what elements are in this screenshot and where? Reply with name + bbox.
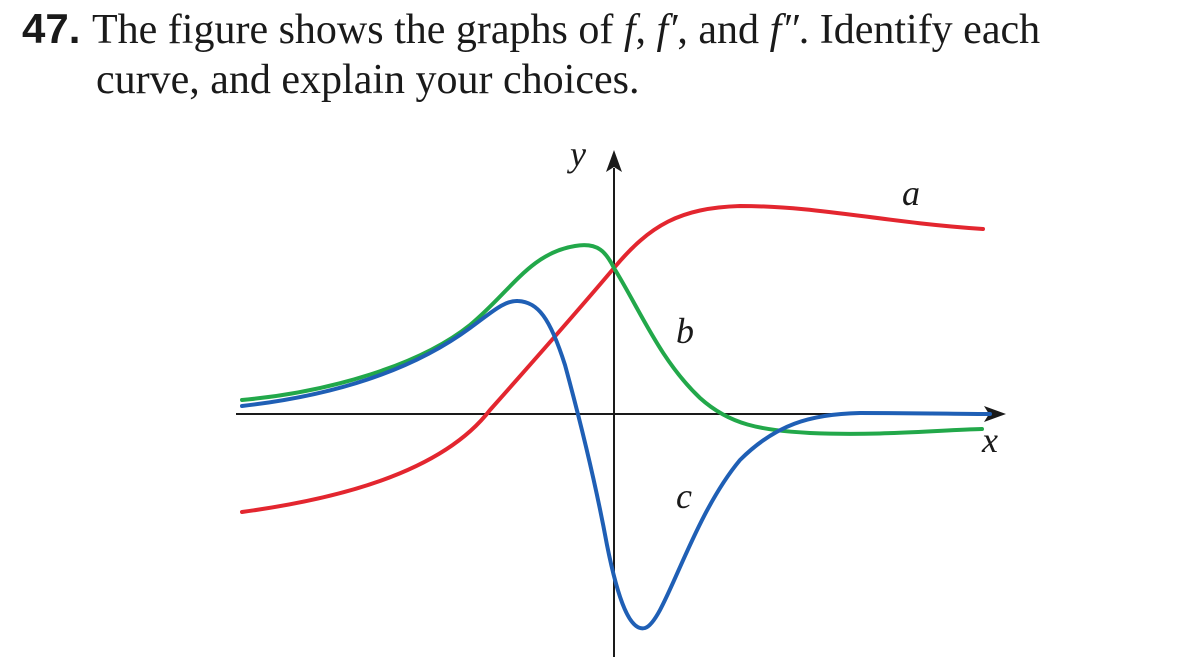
axis-label-x: x [981, 420, 998, 460]
problem-number: 47. [22, 5, 81, 52]
function-f-prime: f′ [656, 7, 678, 53]
problem-text-part: . Identify each [798, 7, 1041, 53]
problem-line-1: 47.The figure shows the graphs of f, f′,… [22, 4, 1182, 55]
function-f-double-prime: f″ [769, 7, 799, 53]
curve-label-a: a [902, 173, 920, 213]
curve-b [240, 243, 984, 436]
axis-label-y: y [567, 134, 586, 174]
curve-label-c: c [676, 476, 692, 516]
problem-text: 47.The figure shows the graphs of f, f′,… [22, 4, 1182, 105]
function-f: f [623, 7, 636, 53]
problem-text-part: The figure shows the graphs of [92, 7, 624, 53]
x-axis-arrow-icon [984, 406, 1006, 422]
curve-label-b: b [676, 311, 694, 351]
curve-a [240, 203, 985, 514]
separator: , [635, 7, 657, 53]
problem-line-2: curve, and explain your choices. [96, 57, 640, 103]
curve-c [240, 298, 992, 631]
y-axis-arrow-icon [606, 150, 622, 172]
separator: , and [677, 7, 770, 53]
